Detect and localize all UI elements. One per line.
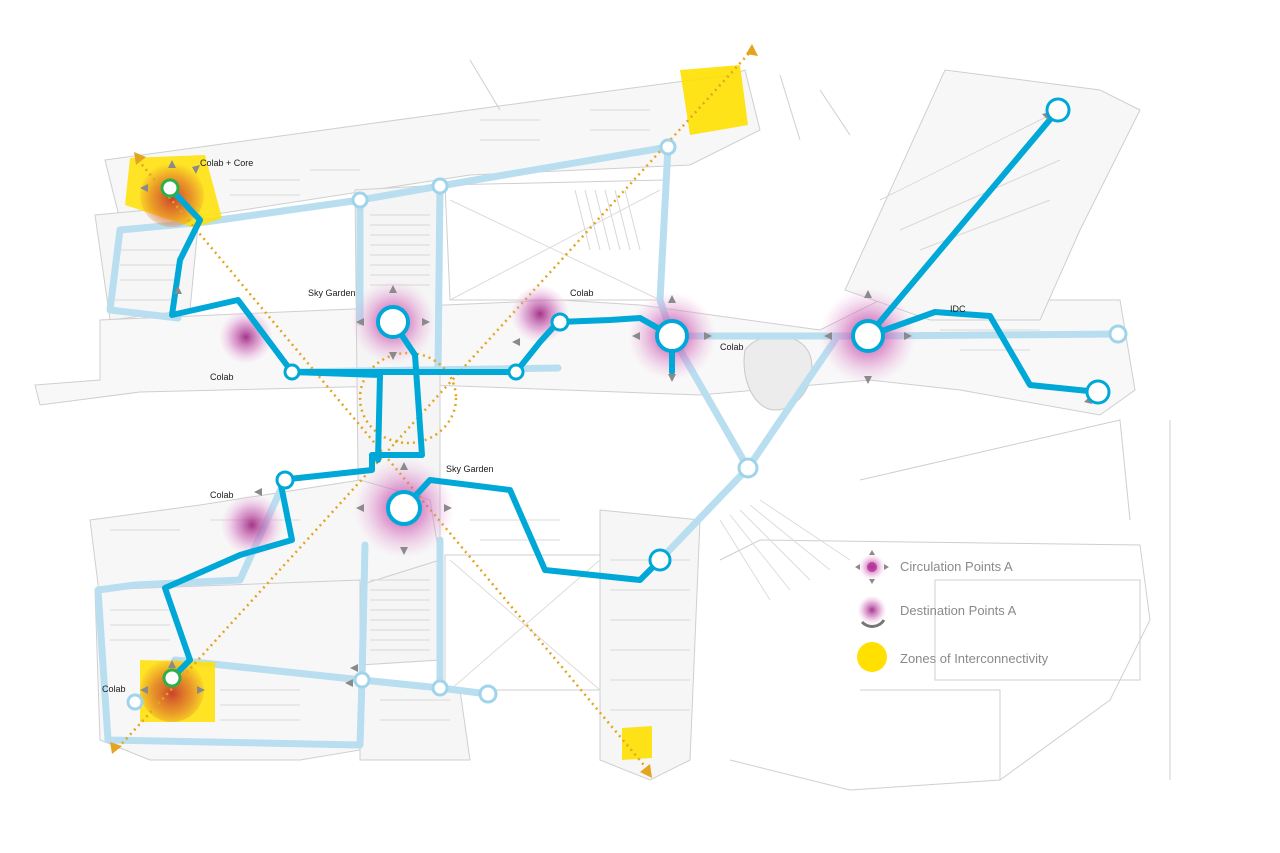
center-axis-ring	[358, 351, 458, 445]
hub-sky-garden-top	[376, 305, 410, 339]
small-nodes	[126, 138, 1128, 711]
gray-arrows	[140, 112, 1092, 694]
label-sky-garden-bottom: Sky Garden	[446, 464, 494, 474]
circulation-point-icon	[855, 550, 889, 584]
axis-diagonal-1	[117, 49, 753, 749]
legend: Circulation Points A Destination Points …	[855, 550, 1049, 672]
label-colab-lower-left: Colab	[210, 490, 234, 500]
label-idc: IDC	[950, 304, 966, 314]
legend-item-zones: Zones of Interconnectivity	[857, 642, 1049, 672]
hub-idc	[851, 319, 885, 353]
zone-bottom-right	[622, 726, 652, 760]
legend-item-circulation: Circulation Points A	[855, 550, 1013, 584]
label-colab-right: Colab	[720, 342, 744, 352]
destination-point-icon	[858, 596, 886, 628]
yellow-circle-icon	[857, 642, 887, 672]
label-colab-left: Colab	[210, 372, 234, 382]
hub-sky-garden-bottom	[386, 490, 422, 526]
zone-top-right	[680, 65, 748, 135]
label-colab-core: Colab + Core	[200, 158, 253, 168]
label-sky-garden-top: Sky Garden	[308, 288, 356, 298]
axis-arrowheads	[110, 44, 758, 778]
legend-zones-text: Zones of Interconnectivity	[900, 651, 1049, 666]
hub-colab-right	[655, 319, 689, 353]
hub-nodes	[376, 305, 885, 526]
label-colab-bottom-left: Colab	[102, 684, 126, 694]
label-colab-top-center: Colab	[570, 288, 594, 298]
legend-item-destination: Destination Points A	[858, 596, 1017, 628]
blue-nodes	[160, 97, 1111, 688]
place-labels: Colab + Core Sky Garden Colab Colab Cola…	[102, 158, 966, 694]
legend-destination-text: Destination Points A	[900, 603, 1017, 618]
legend-circulation-text: Circulation Points A	[900, 559, 1013, 574]
